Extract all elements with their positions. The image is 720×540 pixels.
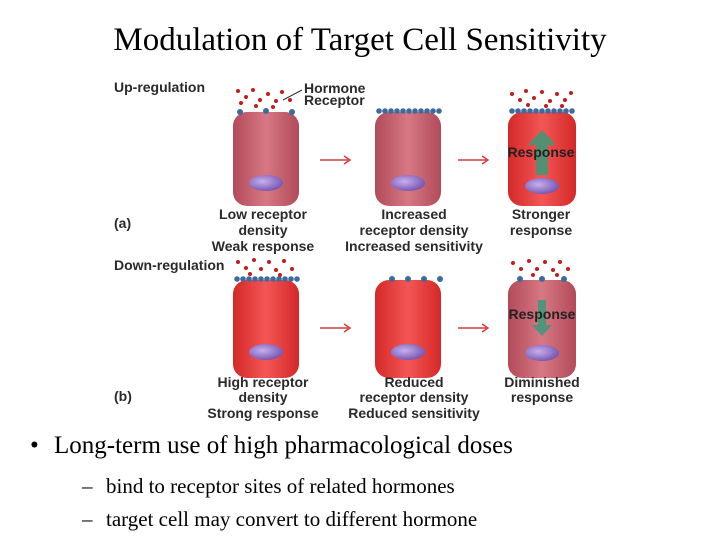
cell-up-stronger-response bbox=[508, 108, 576, 206]
nucleus bbox=[391, 175, 425, 191]
svg-text:response: response bbox=[510, 222, 572, 238]
down-regulation-label: Down-regulation bbox=[114, 257, 224, 273]
response-label-up: Response bbox=[508, 144, 575, 160]
caption-up-1: Low receptor density Weak response bbox=[212, 206, 315, 254]
cell-up-increased-density bbox=[375, 108, 442, 206]
svg-text:Low receptor: Low receptor bbox=[219, 206, 307, 222]
bullet-main: • Long-term use of high pharmacological d… bbox=[30, 432, 710, 460]
receptor bbox=[389, 276, 395, 282]
receptor-label: Receptor bbox=[304, 92, 365, 108]
receptor bbox=[263, 108, 269, 114]
svg-text:Reduced: Reduced bbox=[384, 374, 443, 390]
bullet-dot: • bbox=[30, 432, 39, 459]
svg-text:receptor density: receptor density bbox=[360, 389, 469, 405]
svg-text:response: response bbox=[511, 389, 573, 405]
svg-text:density: density bbox=[238, 389, 287, 405]
svg-text:High receptor: High receptor bbox=[217, 374, 309, 390]
panel-a-label: (a) bbox=[114, 215, 131, 231]
svg-text:density: density bbox=[238, 222, 287, 238]
arrow-up-1 bbox=[320, 155, 352, 165]
nucleus bbox=[391, 344, 425, 360]
svg-text:Weak response: Weak response bbox=[212, 238, 315, 254]
receptor bbox=[421, 276, 427, 282]
receptor bbox=[561, 276, 567, 282]
svg-text:receptor density: receptor density bbox=[360, 222, 469, 238]
receptor bbox=[237, 109, 243, 115]
caption-down-1: High receptor density Strong response bbox=[207, 374, 318, 421]
cell-down-reduced-density bbox=[375, 276, 443, 378]
cell-down-diminished-response bbox=[508, 276, 576, 378]
sub-bullet-text: target cell may convert to different hor… bbox=[106, 507, 478, 531]
hormone-dots-up bbox=[236, 88, 292, 109]
slide-title: Modulation of Target Cell Sensitivity bbox=[113, 22, 607, 58]
receptor bbox=[289, 109, 295, 115]
caption-down-3: Diminished response bbox=[504, 374, 579, 405]
svg-text:Reduced sensitivity: Reduced sensitivity bbox=[348, 405, 480, 421]
arrow-down-2 bbox=[458, 323, 490, 333]
receptor bbox=[437, 276, 443, 282]
cell-up-low-density bbox=[233, 108, 299, 206]
caption-up-2: Increased receptor density Increased sen… bbox=[345, 206, 483, 254]
svg-text:Diminished: Diminished bbox=[504, 374, 579, 390]
sub-bullet: –bind to receptor sites of related hormo… bbox=[82, 474, 710, 499]
hormone-label: Hormone bbox=[304, 80, 366, 96]
svg-text:Stronger: Stronger bbox=[512, 206, 571, 222]
svg-text:Increased sensitivity: Increased sensitivity bbox=[345, 238, 483, 254]
caption-up-3: Stronger response bbox=[510, 206, 572, 238]
bullet-main-text: Long-term use of high pharmacological do… bbox=[54, 432, 513, 459]
response-up-arrow bbox=[528, 130, 556, 175]
nucleus bbox=[249, 175, 283, 191]
caption-down-2: Reduced receptor density Reduced sensiti… bbox=[348, 374, 480, 421]
hormone-regulation-diagram: Up-regulation Down-regulation (a) (b) Ho… bbox=[114, 79, 580, 421]
hormone-dots-down bbox=[236, 258, 294, 277]
receptor bbox=[405, 276, 411, 282]
nucleus bbox=[525, 178, 559, 194]
hormone-dots-up-3 bbox=[510, 89, 573, 108]
cell-down-high-density bbox=[233, 276, 300, 378]
hormone-pointer-line bbox=[282, 89, 303, 101]
svg-text:Strong response: Strong response bbox=[207, 405, 318, 421]
svg-text:Increased: Increased bbox=[381, 206, 446, 222]
receptor bbox=[517, 276, 523, 282]
nucleus bbox=[249, 344, 283, 360]
nucleus bbox=[525, 345, 559, 361]
dash-icon: – bbox=[82, 474, 93, 498]
bullet-list: • Long-term use of high pharmacological d… bbox=[30, 432, 710, 540]
response-down-arrow bbox=[532, 300, 552, 336]
hormone-dots-down-3 bbox=[511, 259, 570, 277]
sub-bullet-text: bind to receptor sites of related hormon… bbox=[106, 474, 455, 498]
response-label-down: Response bbox=[509, 306, 576, 322]
arrow-down-1 bbox=[320, 323, 352, 333]
up-regulation-label: Up-regulation bbox=[114, 79, 205, 95]
sub-bullet: –target cell may convert to different ho… bbox=[82, 507, 710, 532]
arrow-up-2 bbox=[458, 155, 490, 165]
dash-icon: – bbox=[82, 507, 93, 531]
receptor bbox=[539, 276, 545, 282]
panel-b-label: (b) bbox=[114, 388, 132, 404]
